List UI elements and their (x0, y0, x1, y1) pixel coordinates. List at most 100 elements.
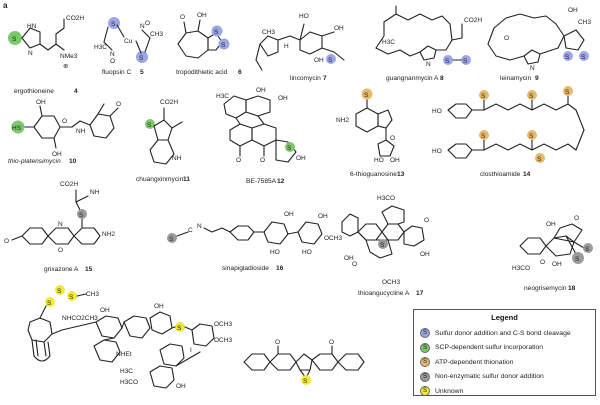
structure-thioangucycline-a: S H3CO OCH3 OH OH O O (341, 195, 430, 286)
sulfur-highlight (461, 55, 471, 65)
atom-label: O (504, 35, 509, 42)
atom-label: HO (432, 108, 442, 115)
atom-label: N (28, 50, 33, 57)
legend-item: S Unknown (420, 384, 595, 399)
atom-label: HO (270, 249, 280, 256)
structure-neogrisemycin: S S H3CO OH O O OH (512, 215, 593, 272)
legend-label: Unknown (435, 387, 464, 395)
compound-name: lincomycin (290, 75, 321, 82)
sulfur-highlight (378, 239, 388, 249)
legend-title: Legend (491, 313, 518, 322)
legend-label: Sulfur donor addition and C-S bond cleav… (435, 329, 571, 337)
sulfur-atom: S (169, 236, 174, 243)
sulfur-atom: S (463, 58, 468, 65)
sulfur-atom: S (47, 300, 52, 307)
atom-label: N (197, 223, 202, 230)
panel-label: a (3, 1, 8, 10)
atom-label: O (145, 20, 150, 27)
atom-label: OCH3 (214, 321, 232, 328)
sulfur-atom: S (481, 93, 486, 100)
atom-label: OH (278, 95, 288, 102)
atom-label: N (110, 51, 115, 58)
compound-number-15: 15 (85, 266, 93, 273)
copper-atom: Cu (124, 38, 133, 45)
atom-label: NH (172, 155, 182, 162)
structure-sinapigladioside: S C N OH OCH3 HO HO OH (167, 211, 342, 256)
atom-label: O (110, 58, 115, 65)
compound-name: BE-7585A (246, 178, 277, 185)
atom-label: O (352, 261, 357, 268)
atom-label: OH (568, 7, 578, 14)
compound-name: ergothioneine (14, 88, 54, 95)
sulfur-highlight (136, 51, 148, 63)
sulfur-atom: S (214, 29, 219, 36)
legend-item: S ATP-dependent thionation (420, 355, 595, 370)
structure-fused-thiophene: S O O (243, 339, 365, 385)
sulfur-highlight (563, 86, 573, 96)
atom-label: CH3 (262, 29, 275, 36)
sulfur-atom: S (303, 378, 308, 385)
sulfur-atom: S (529, 133, 534, 140)
atom-label: OH (420, 251, 430, 258)
structure-6-thioguanosine: S NH2 HO OH O (336, 88, 400, 164)
structure-enediyne-trisulfide: S S S CH3 NHCO2CH3 NHEt S OCH3 OCH3 I H3… (27, 285, 232, 390)
compound-number-7: 7 (323, 75, 327, 82)
atom-label: OCH3 (324, 235, 342, 242)
sulfur-highlight (535, 153, 545, 163)
sulfur-atom: S (585, 246, 590, 253)
sulfur-highlight (572, 252, 584, 264)
atom-label: N (530, 65, 535, 72)
atom-label: O (275, 339, 280, 346)
sulfur-atom: S (69, 294, 74, 301)
sulfur-atom: S (147, 122, 152, 129)
atom-label: NH2 (336, 117, 349, 124)
compound-name: 6-thioguanosine (350, 171, 397, 178)
sulfur-highlight (326, 54, 336, 64)
sulfur-highlight (67, 291, 77, 301)
sulfur-highlight (55, 285, 65, 295)
sulfur-atom: S (177, 325, 182, 332)
atom-label: H3C (382, 39, 395, 46)
sulfur-highlight (11, 120, 25, 134)
compound-number-13: 13 (397, 171, 405, 178)
sulfur-atom: S (380, 242, 385, 249)
sulfur-atom: S (328, 57, 333, 64)
sulfur-highlight (443, 55, 453, 65)
sulfur-highlight (301, 375, 311, 385)
atom-label: N (426, 61, 431, 68)
sulfur-highlight (563, 51, 573, 61)
compound-number-17: 17 (416, 290, 424, 297)
atom-label: OH (52, 151, 62, 158)
atom-label: NH (76, 128, 86, 135)
atom-label: O (4, 238, 9, 245)
structure-grixazone-a: S O N O NH2 CO2H NH (4, 181, 115, 254)
legend-item: S Non-enzymatic sulfur donor addition (420, 370, 595, 385)
legend-swatch-green: S (420, 342, 430, 353)
legend-item: S Sulfur donor addition and C-S bond cle… (420, 326, 595, 341)
sulfur-highlight (8, 31, 22, 45)
sulfur-atom: S (139, 55, 144, 62)
atom-label: CO2H (160, 99, 178, 106)
compound-number-14: 14 (523, 171, 531, 178)
atom-label: OH (296, 155, 306, 162)
trimethylammonium: NMe3 (60, 53, 78, 60)
structure-leinamycin: S S OH CH3 O N (487, 7, 591, 72)
compound-name: closthioamide (480, 171, 521, 178)
atom-label: CH3 (150, 31, 163, 38)
atom-label: O (574, 215, 579, 222)
legend: Legend S Sulfur donor addition and C-S b… (413, 309, 596, 399)
atom-label: O (58, 247, 63, 254)
atom-label: OCH3 (214, 337, 232, 344)
legend-label: ATP-dependent thionation (435, 358, 514, 366)
atom-label: CH3 (578, 19, 591, 26)
legend-swatch-orange: S (420, 357, 430, 368)
atom-label: NHEt (116, 351, 132, 358)
sulfur-highlight (583, 243, 593, 253)
structure-fluopsin-c: S S Cu N N O O H3C CH3 (94, 17, 163, 65)
structure-be-7585a: S O O OH OH H3C OH (216, 87, 306, 164)
sulfur-symbol: S (422, 388, 427, 395)
structure-closthioamide: S S S S S S HO HO (432, 86, 585, 163)
atom-label: HO (299, 13, 309, 20)
atom-label: OH (318, 213, 328, 220)
